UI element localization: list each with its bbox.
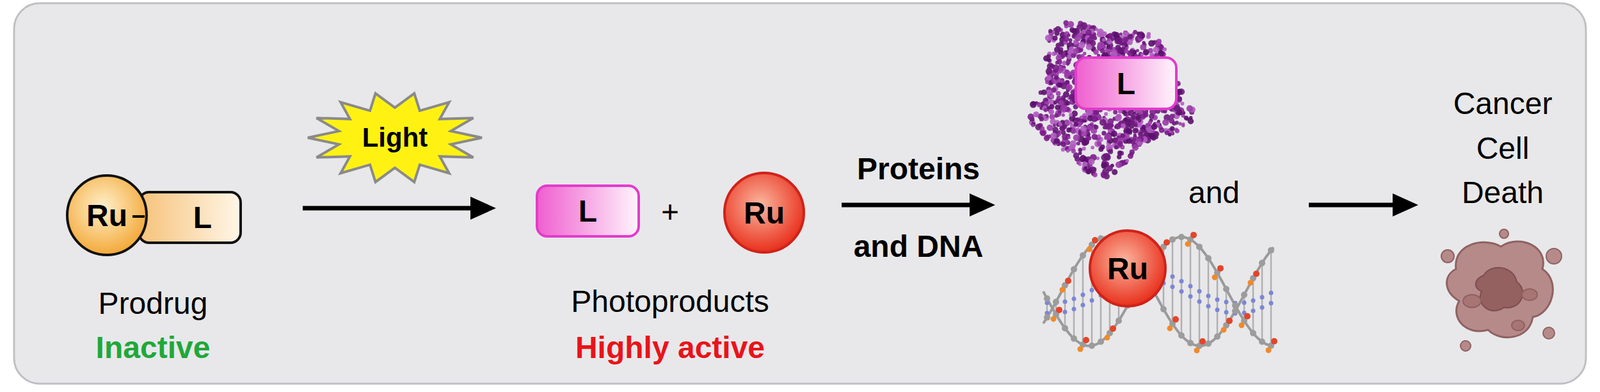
protein-illustration <box>1027 20 1196 180</box>
node-text: L <box>193 199 212 235</box>
caption-label: Proteins <box>856 151 980 187</box>
caption-label: Cancer Cell Death <box>1448 81 1558 216</box>
dead-cell-illustration <box>1441 229 1562 351</box>
ligand-box: L <box>1074 56 1178 111</box>
ligand-box: L <box>535 184 640 238</box>
node-text: Ru <box>86 197 128 233</box>
ruthenium-circle: Ru <box>65 174 148 256</box>
ligand-box: L <box>137 190 242 244</box>
node-text: L <box>578 193 598 229</box>
reaction-arrow <box>1308 193 1419 217</box>
node-text: Light <box>362 122 429 153</box>
caption-label: Photoproducts <box>570 283 770 319</box>
ruthenium-circle: Ru <box>1088 229 1167 308</box>
caption-label: and DNA <box>853 228 984 264</box>
node-outline <box>137 190 242 244</box>
node-text: Ru <box>1107 250 1149 287</box>
reaction-arrow <box>302 196 496 220</box>
node-text: Ru <box>743 195 785 231</box>
caption-label: and <box>1188 174 1240 210</box>
ruthenium-circle: Ru <box>723 171 806 254</box>
caption-label: Highly active <box>575 329 765 365</box>
caption-label: Inactive <box>96 329 211 365</box>
reaction-arrow <box>841 193 996 217</box>
caption-label: + <box>661 193 680 230</box>
caption-label: Prodrug <box>98 285 208 321</box>
light-starburst: Light <box>305 89 485 186</box>
node-text: L <box>1116 65 1136 102</box>
